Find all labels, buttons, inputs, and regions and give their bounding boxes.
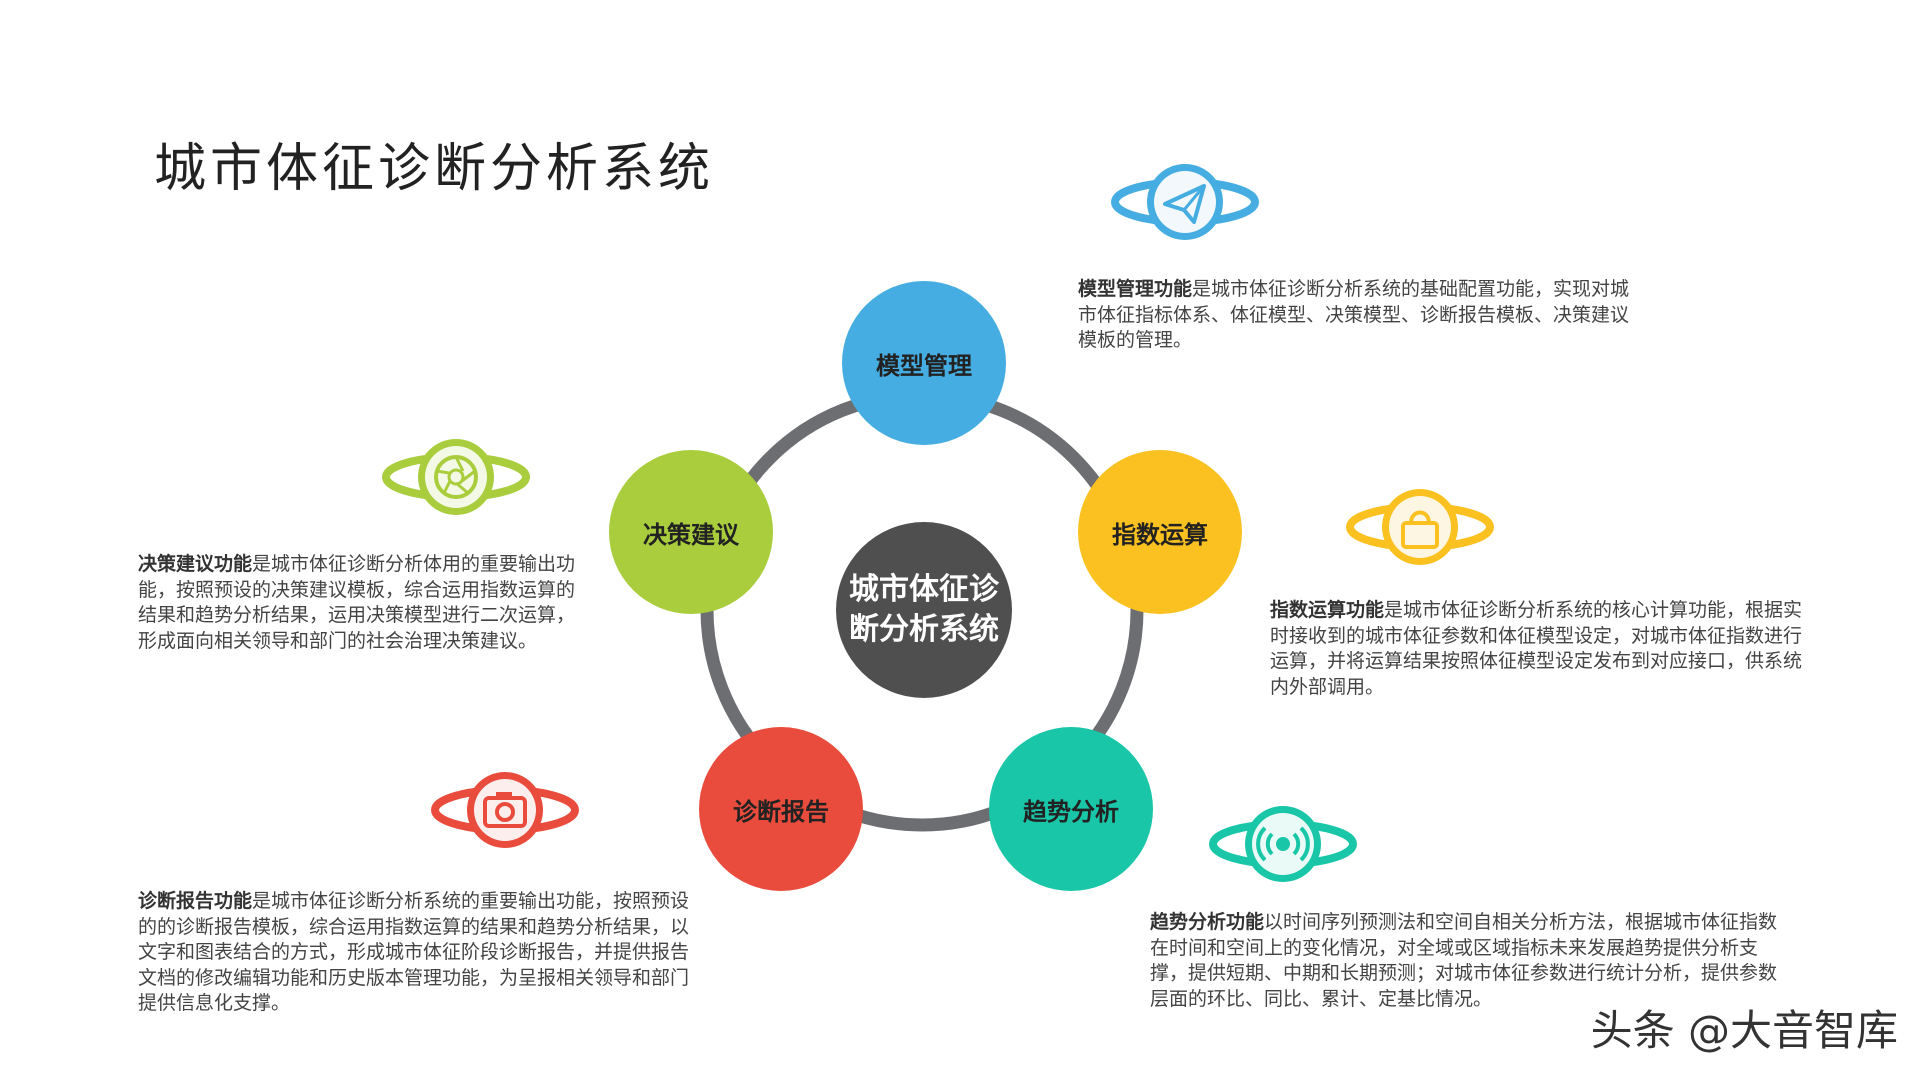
node-index-calculation[interactable]: 指数运算: [1078, 450, 1242, 614]
desc-heading: 诊断报告功能: [138, 890, 253, 912]
node-label: 指数运算: [1112, 520, 1208, 549]
desc-body: 以时间序列预测法和空间自相关分析方法，根据城市体征指数在时间和空间上的变化情况，…: [1150, 911, 1778, 1010]
desc-body: 是城市体征诊断分析系统的核心计算功能，根据实时接收到的城市体征参数和体征模型设定…: [1270, 599, 1803, 698]
desc-body: 是城市体征诊断分析体用的重要输出功能，按照预设的决策建议模板，综合运用指数运算的…: [138, 553, 576, 652]
node-label: 模型管理: [876, 351, 972, 380]
center-node: 城市体征诊断分析系统: [836, 522, 1012, 698]
node-diagnosis-report[interactable]: 诊断报告: [699, 727, 863, 891]
broadcast-icon: [1209, 806, 1357, 882]
desc-body: 是城市体征诊断分析系统的基础配置功能，实现对城市体征指标体系、体征模型、决策模型…: [1078, 278, 1630, 351]
paper-plane-icon: [1111, 164, 1259, 240]
desc-model-management: 模型管理功能是城市体征诊断分析系统的基础配置功能，实现对城市体征指标体系、体征模…: [1078, 277, 1638, 354]
shopping-bag-icon: [1346, 489, 1494, 565]
desc-heading: 决策建议功能: [138, 553, 253, 575]
node-label: 趋势分析: [1023, 797, 1119, 826]
node-label: 决策建议: [643, 520, 739, 549]
desc-trend-analysis: 趋势分析功能以时间序列预测法和空间自相关分析方法，根据城市体征指数在时间和空间上…: [1150, 910, 1790, 1012]
node-trend-analysis[interactable]: 趋势分析: [989, 727, 1153, 891]
node-label: 诊断报告: [733, 797, 829, 826]
node-model-management[interactable]: 模型管理: [842, 281, 1006, 445]
node-decision-suggestion[interactable]: 决策建议: [609, 450, 773, 614]
camera-icon: [431, 772, 579, 848]
desc-decision-suggestion: 决策建议功能是城市体征诊断分析体用的重要输出功能，按照预设的决策建议模板，综合运…: [138, 552, 578, 654]
desc-heading: 指数运算功能: [1270, 599, 1385, 621]
aperture-icon: [382, 439, 530, 515]
watermark: 头条 @大音智库: [1590, 1006, 1898, 1055]
desc-body: 是城市体征诊断分析系统的重要输出功能，按照预设的的诊断报告模板，综合运用指数运算…: [138, 890, 690, 1014]
desc-index-calculation: 指数运算功能是城市体征诊断分析系统的核心计算功能，根据实时接收到的城市体征参数和…: [1270, 598, 1805, 700]
desc-heading: 趋势分析功能: [1150, 911, 1265, 933]
center-label: 城市体征诊断分析系统: [849, 572, 999, 647]
desc-diagnosis-report: 诊断报告功能是城市体征诊断分析系统的重要输出功能，按照预设的的诊断报告模板，综合…: [138, 889, 698, 1017]
page-title: 城市体征诊断分析系统: [154, 139, 715, 199]
desc-heading: 模型管理功能: [1078, 278, 1193, 300]
